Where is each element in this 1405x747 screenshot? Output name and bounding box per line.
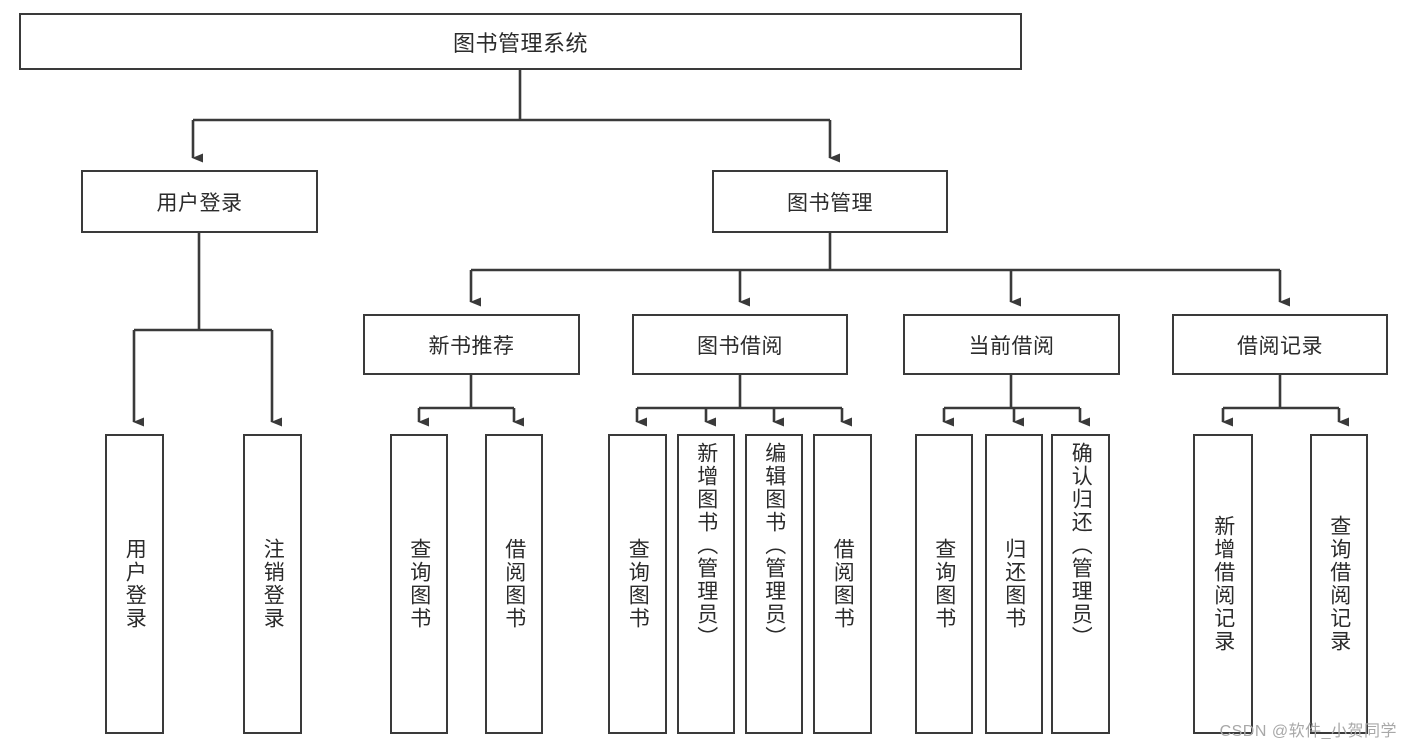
leaf-query-book-borrow-label: 查询图书 <box>626 538 650 630</box>
leaf-return-book[interactable]: 归还图书 <box>985 434 1043 734</box>
node-user-login[interactable]: 用户登录 <box>81 170 318 233</box>
leaf-borrow-book[interactable]: 借阅图书 <box>813 434 872 734</box>
leaf-add-book-admin-label: 新增图书（管理员） <box>694 442 718 649</box>
node-book-borrow[interactable]: 图书借阅 <box>632 314 848 375</box>
node-new-book-recommend[interactable]: 新书推荐 <box>363 314 580 375</box>
leaf-user-logout[interactable]: 注销登录 <box>243 434 302 734</box>
leaf-add-borrow-record[interactable]: 新增借阅记录 <box>1193 434 1253 734</box>
leaf-borrow-book-recommend[interactable]: 借阅图书 <box>485 434 543 734</box>
leaf-confirm-return-admin[interactable]: 确认归还（管理员） <box>1051 434 1110 734</box>
node-new-book-recommend-label: 新书推荐 <box>428 334 515 358</box>
node-root-label: 图书管理系统 <box>452 30 588 56</box>
leaf-user-login[interactable]: 用户登录 <box>105 434 164 734</box>
node-borrow-record[interactable]: 借阅记录 <box>1172 314 1388 375</box>
leaf-edit-book-admin-label: 编辑图书（管理员） <box>762 442 786 649</box>
leaf-user-login-label: 用户登录 <box>123 538 147 630</box>
node-current-borrow[interactable]: 当前借阅 <box>903 314 1120 375</box>
leaf-confirm-return-admin-label: 确认归还（管理员） <box>1069 442 1093 649</box>
leaf-query-book-recommend[interactable]: 查询图书 <box>390 434 448 734</box>
watermark: CSDN @软件_小贺同学 <box>1219 723 1397 740</box>
node-user-login-label: 用户登录 <box>156 191 243 215</box>
leaf-query-borrow-record[interactable]: 查询借阅记录 <box>1310 434 1368 734</box>
leaf-query-book-current-label: 查询图书 <box>932 538 956 630</box>
node-book-management[interactable]: 图书管理 <box>712 170 948 233</box>
leaf-user-logout-label: 注销登录 <box>261 538 285 630</box>
leaf-edit-book-admin[interactable]: 编辑图书（管理员） <box>745 434 803 734</box>
leaf-query-book-borrow[interactable]: 查询图书 <box>608 434 667 734</box>
node-borrow-record-label: 借阅记录 <box>1237 334 1323 358</box>
node-root[interactable]: 图书管理系统 <box>19 13 1022 70</box>
node-book-borrow-label: 图书借阅 <box>697 334 783 358</box>
leaf-query-book-recommend-label: 查询图书 <box>407 538 431 630</box>
leaf-return-book-label: 归还图书 <box>1002 538 1026 630</box>
leaf-borrow-book-recommend-label: 借阅图书 <box>502 538 526 630</box>
node-current-borrow-label: 当前借阅 <box>968 334 1055 358</box>
leaf-add-book-admin[interactable]: 新增图书（管理员） <box>677 434 735 734</box>
node-book-management-label: 图书管理 <box>787 191 873 215</box>
leaf-query-borrow-record-label: 查询借阅记录 <box>1327 515 1351 653</box>
leaf-borrow-book-label: 借阅图书 <box>831 538 855 630</box>
leaf-query-book-current[interactable]: 查询图书 <box>915 434 973 734</box>
leaf-add-borrow-record-label: 新增借阅记录 <box>1211 515 1235 653</box>
